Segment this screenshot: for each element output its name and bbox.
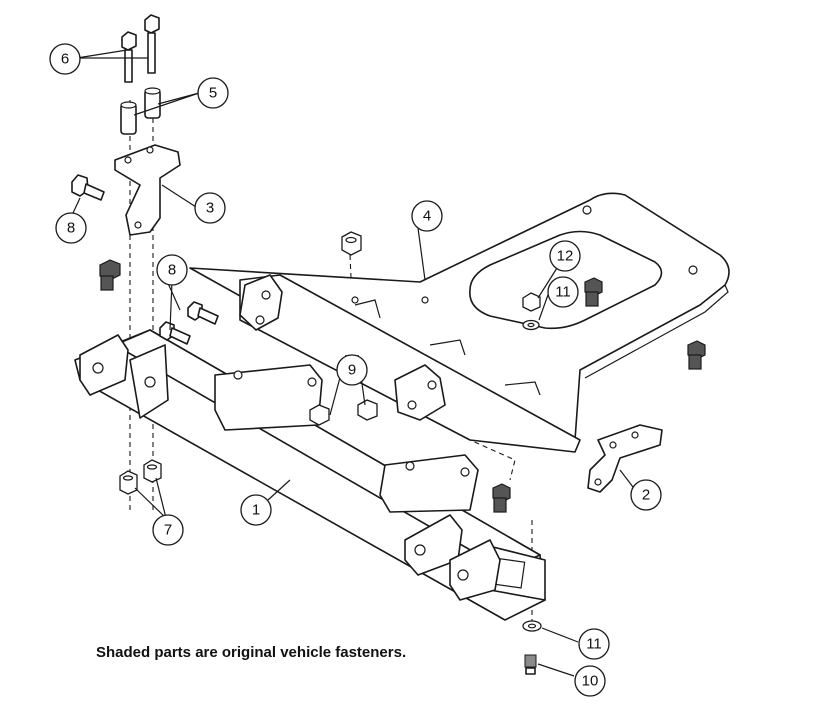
svg-text:7: 7 — [164, 522, 172, 539]
svg-text:4: 4 — [423, 208, 431, 225]
nuts-part-9-12 — [309, 231, 541, 426]
original-vehicle-fasteners — [99, 259, 706, 675]
svg-text:2: 2 — [642, 487, 650, 504]
callout-11-lower: 11 — [578, 628, 610, 660]
shaded-parts-note: Shaded parts are original vehicle fasten… — [96, 644, 407, 661]
svg-text:5: 5 — [209, 85, 217, 102]
callout-1: 1 — [240, 494, 272, 526]
callout-9: 9 — [336, 354, 368, 386]
washers-part-11 — [522, 319, 542, 632]
callout-5: 5 — [197, 77, 229, 109]
svg-text:9: 9 — [348, 362, 356, 379]
callout-4: 4 — [411, 200, 443, 232]
svg-text:11: 11 — [586, 636, 602, 653]
svg-text:3: 3 — [206, 200, 214, 217]
bolts-part-6 — [121, 14, 160, 83]
svg-text:12: 12 — [557, 248, 574, 265]
callout-3: 3 — [194, 192, 226, 224]
callout-8-lower: 8 — [156, 254, 188, 286]
callout-2: 2 — [630, 479, 662, 511]
svg-text:11: 11 — [555, 284, 571, 301]
bracket-part-2 — [587, 424, 663, 493]
upper-bracket-rail — [239, 274, 581, 453]
svg-text:8: 8 — [168, 262, 176, 279]
callout-8-upper: 8 — [55, 212, 87, 244]
bolts-part-8 — [71, 174, 219, 345]
callout-10: 10 — [574, 665, 606, 697]
svg-text:8: 8 — [67, 220, 75, 237]
receiver-assembly-part-1 — [74, 329, 546, 621]
nuts-part-7 — [119, 459, 162, 495]
callout-12: 12 — [549, 240, 581, 272]
callout-7: 7 — [152, 514, 184, 546]
svg-text:6: 6 — [61, 51, 69, 68]
callout-11-upper: 11 — [547, 276, 579, 308]
svg-text:1: 1 — [252, 502, 260, 519]
callout-6: 6 — [49, 43, 81, 75]
svg-text:10: 10 — [582, 673, 599, 690]
bracket-part-3 — [114, 144, 181, 236]
spacers-part-5 — [120, 87, 161, 135]
